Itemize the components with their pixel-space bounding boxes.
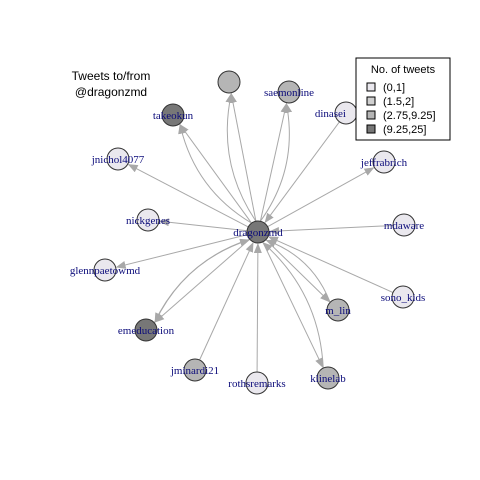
- title-line-2: @dragonzmd: [75, 85, 147, 99]
- edge-dragonzmd-n_blank: [225, 92, 257, 222]
- edge-dragonzmd-jeffrabrich: [267, 167, 375, 228]
- node-n_blank: [217, 70, 241, 94]
- edge-dragonzmd-klinelab: [262, 241, 324, 369]
- edge-dragonzmd-saemonline: [259, 102, 293, 222]
- legend-title: No. of tweets: [371, 64, 436, 76]
- legend-swatch-1: [366, 96, 376, 106]
- node-emeducation: [134, 318, 158, 342]
- node-nickgenes: [136, 208, 160, 232]
- node-label-rothsremarks: rothsremarks: [228, 378, 285, 390]
- node-label-nickgenes: nickgenes: [126, 215, 170, 227]
- edge-dragonzmd-nickgenes: [158, 218, 248, 232]
- legend: No. of tweets (0,1] (1.5,2] (2.75,9.25] …: [355, 57, 451, 141]
- edge-dragonzmd-n_blank: [229, 92, 257, 222]
- node-glennpaetowmd: [93, 258, 117, 282]
- legend-label-2: (2.75,9.25]: [383, 110, 436, 122]
- node-label-jeffrabrich: jeffrabrich: [360, 157, 408, 169]
- node-jnichol4077: [106, 147, 130, 171]
- legend-label-0: (0,1]: [383, 82, 405, 94]
- node-jminardi21: [183, 358, 207, 382]
- legend-label-3: (9.25,25]: [383, 124, 426, 136]
- node-jeffrabrich: [372, 150, 396, 174]
- legend-swatch-2: [366, 110, 376, 120]
- node-label-glennpaetowmd: glennpaetowmd: [70, 265, 141, 277]
- node-sono_kids: [391, 285, 415, 309]
- edge-klinelab-dragonzmd: [262, 242, 324, 369]
- edges-layer: [115, 92, 394, 373]
- legend-label-1: (1.5,2]: [383, 96, 414, 108]
- node-label-mdaware: mdaware: [384, 220, 424, 232]
- title-line-1: Tweets to/from: [72, 69, 151, 83]
- edge-rothsremarks-dragonzmd: [253, 243, 262, 373]
- edge-dragonzmd-takeokun: [179, 123, 252, 224]
- node-label-emeducation: emeducation: [118, 325, 175, 337]
- legend-swatch-3: [366, 124, 376, 134]
- node-takeokun: [161, 103, 185, 127]
- node-label-jminardi21: jminardi21: [170, 365, 219, 377]
- edge-dragonzmd-jnichol4077: [127, 164, 249, 228]
- legend-swatch-0: [366, 82, 376, 92]
- node-label-m_lin: m_lin: [325, 305, 351, 317]
- node-label-sono_kids: sono_kids: [381, 292, 426, 304]
- node-rothsremarks: [245, 371, 269, 395]
- nodes-layer: [93, 70, 416, 395]
- edge-dragonzmd-m_lin: [265, 239, 331, 303]
- edge-dragonzmd-glennpaetowmd: [115, 234, 248, 269]
- node-klinelab: [316, 366, 340, 390]
- node-label-jnichol4077: jnichol4077: [91, 154, 145, 166]
- node-label-takeokun: takeokun: [153, 110, 194, 122]
- node-saemonline: [277, 80, 301, 104]
- edge-emeducation-dragonzmd: [153, 238, 250, 323]
- edge-dragonzmd-saemonline: [259, 102, 289, 222]
- node-m_lin: [326, 298, 350, 322]
- edge-dragonzmd-takeokun: [178, 123, 252, 224]
- edge-jminardi21-dragonzmd: [199, 242, 254, 361]
- node-label-dinasei: dinasei: [315, 108, 346, 120]
- edge-dragonzmd-emeducation: [154, 238, 251, 323]
- node-mdaware: [392, 213, 416, 237]
- node-label-klinelab: klinelab: [310, 373, 346, 385]
- edge-mdaware-dragonzmd: [268, 225, 394, 235]
- node-label-dragonzmd: dragonzmd: [233, 227, 283, 239]
- edge-m_lin-dragonzmd: [265, 239, 331, 303]
- node-label-saemonline: saemonline: [264, 87, 314, 99]
- plot-title: Tweets to/from @dragonzmd: [72, 69, 151, 99]
- edge-dinasei-dragonzmd: [264, 121, 340, 224]
- node-dragonzmd: [246, 220, 270, 244]
- edge-sono_kids-dragonzmd: [268, 236, 394, 293]
